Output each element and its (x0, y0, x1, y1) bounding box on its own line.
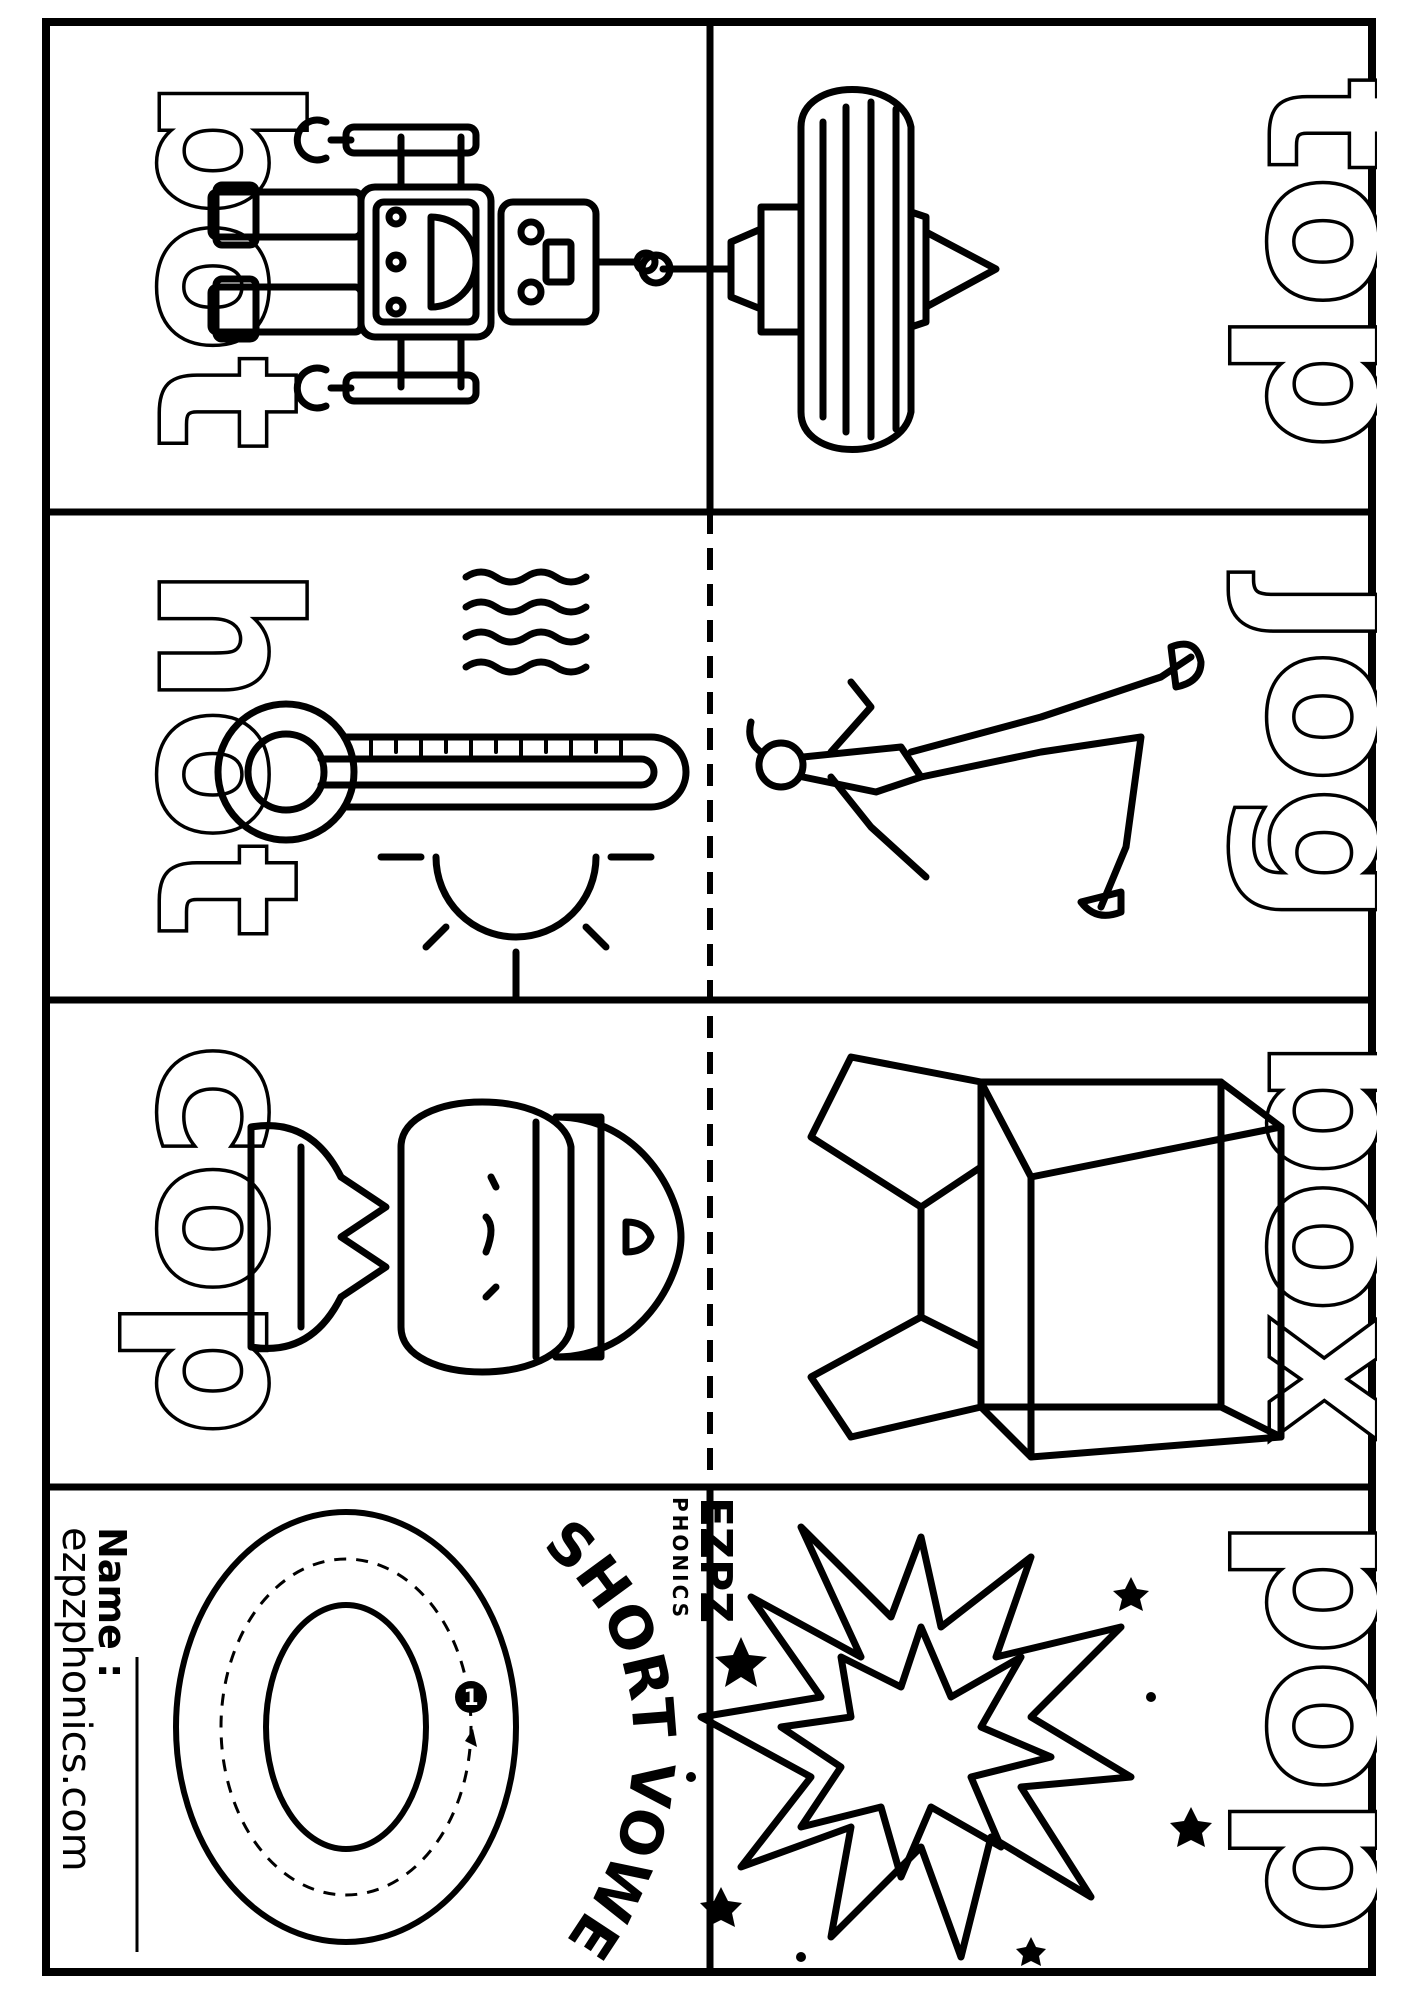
card-hot: hot (113, 564, 690, 1001)
stroke-number: 1 (463, 1686, 478, 1711)
letter-o-trace: 1 (173, 1509, 519, 1945)
thermometer-sun-icon (214, 568, 690, 1001)
jogger-icon (746, 640, 1205, 919)
card-pop: pop (686, 1515, 1377, 1966)
open-box-icon (807, 1053, 1285, 1461)
card-word-jog: jog (1226, 573, 1377, 930)
brand-name: EZPZ (690, 1497, 741, 1623)
name-label: Name : (90, 1527, 134, 1678)
card-jog: jog (746, 570, 1377, 933)
police-officer-icon (247, 1098, 685, 1376)
card-top: top (638, 76, 1377, 458)
brand-subtitle: PHONICS (668, 1497, 692, 1620)
website-url: ezpzphonics.com (53, 1527, 99, 1872)
card-word-pop: pop (1226, 1519, 1377, 1940)
ezpz-logo: EZPZ PHONICS (668, 1497, 741, 1623)
robot-icon (207, 116, 659, 412)
card-word-hot: hot (116, 568, 337, 943)
booklet-sheet: bot (41, 17, 1377, 1977)
card-bot: bot (113, 76, 659, 458)
spinning-top-icon (638, 86, 1000, 453)
booklet-svg: bot (41, 17, 1377, 1976)
stroke-start-dot (455, 1681, 487, 1713)
burst-icon (686, 1523, 1212, 1966)
card-cop: cop (113, 1041, 685, 1445)
stroke-arrow-icon (465, 1729, 477, 1747)
card-box: box (807, 1036, 1377, 1461)
card-word-top: top (1226, 79, 1377, 454)
